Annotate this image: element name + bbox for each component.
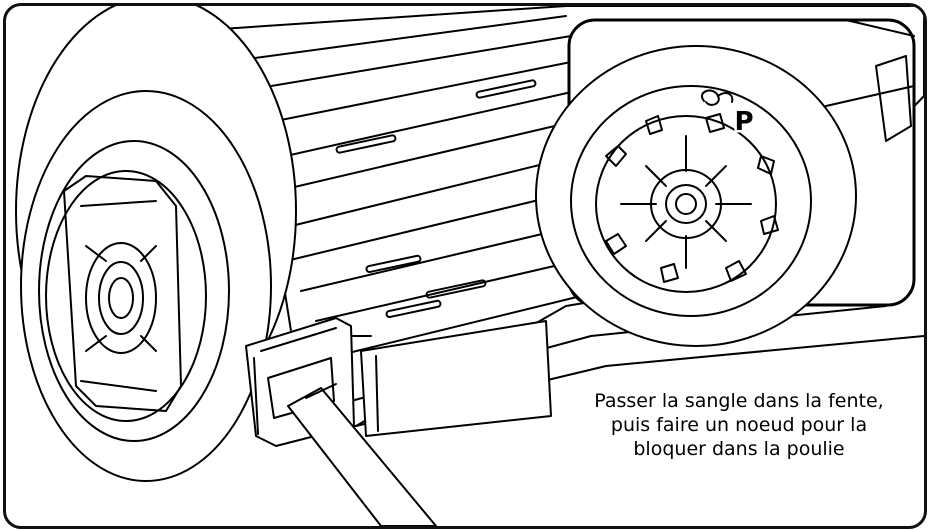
diagram-frame: P Passer la sangle dans la fente, puis f… [3,3,927,529]
roller-assembly-illustration: P [15,6,924,526]
left-end-pulley [15,6,297,482]
caption-line: puis faire un noeud pour la [610,414,868,436]
detail-inset [535,18,916,347]
caption-line: bloquer dans la poulie [633,438,845,460]
instruction-caption: Passer la sangle dans la fente, puis fai… [574,389,904,461]
strap [287,383,437,526]
callout-label: P [734,107,753,137]
caption-line: Passer la sangle dans la fente, [594,390,884,412]
